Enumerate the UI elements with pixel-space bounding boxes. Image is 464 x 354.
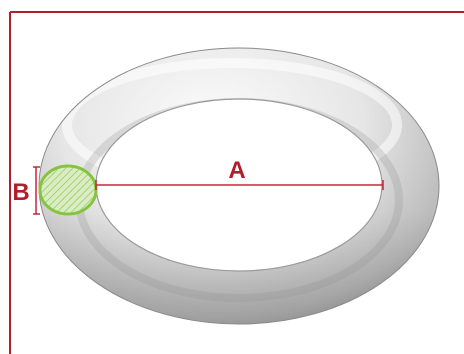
cross-section-marker — [38, 164, 98, 216]
label-b: B — [12, 179, 29, 206]
label-a: A — [228, 157, 245, 184]
dimension-b — [33, 166, 40, 215]
dimension-a — [95, 180, 384, 190]
